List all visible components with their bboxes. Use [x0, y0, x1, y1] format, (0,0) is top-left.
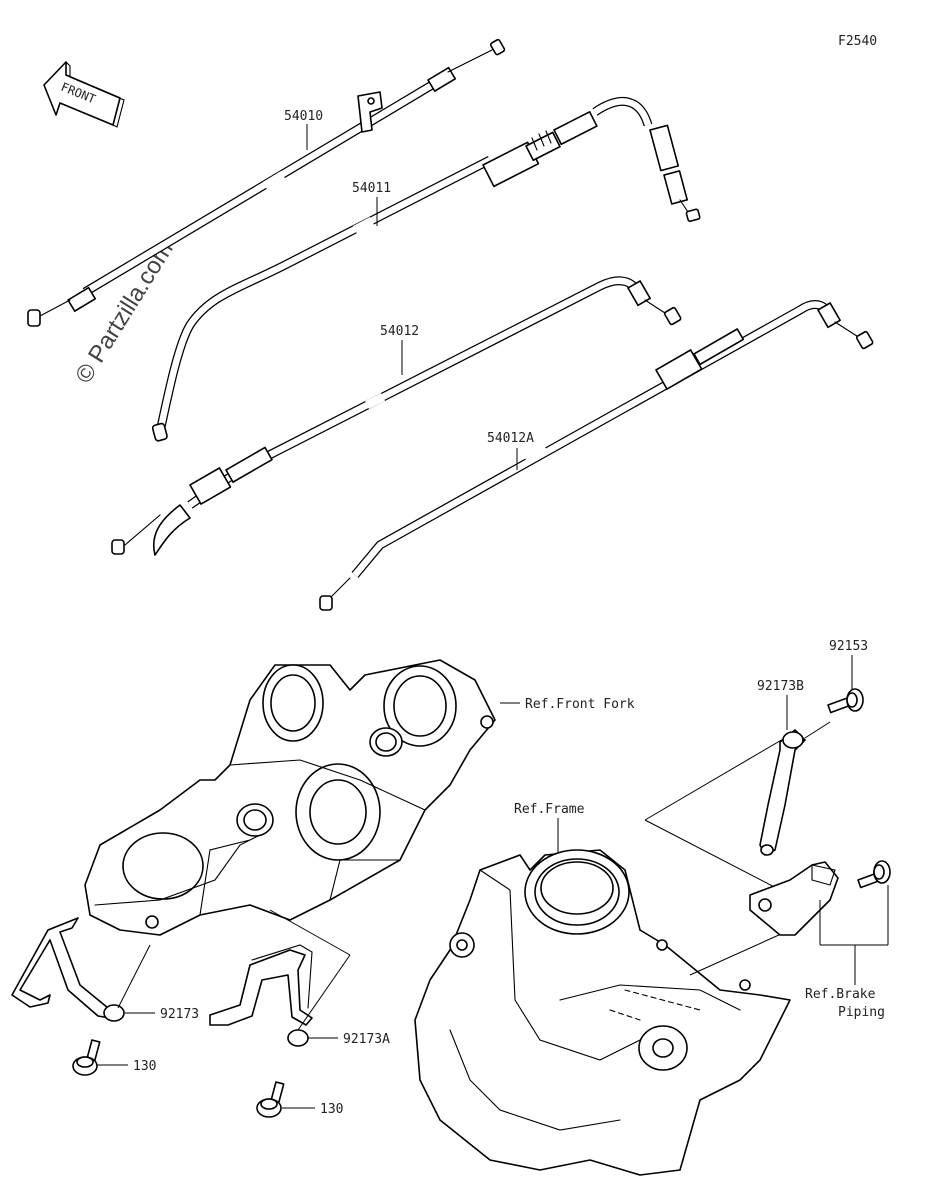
bolt-130-left[interactable]	[72, 1039, 101, 1076]
callout-92173b: 92173B	[757, 679, 804, 694]
cable-54012a[interactable]	[319, 300, 874, 611]
bolt-92153[interactable]	[827, 688, 864, 714]
callout-ref-brake-line2: Piping	[838, 1005, 885, 1020]
callout-130-right: 130	[320, 1102, 343, 1117]
watermark: © Partzilla.com	[70, 237, 179, 388]
callout-92173: 92173	[160, 1007, 199, 1022]
frame-head	[414, 849, 791, 1176]
callout-92153: 92153	[829, 639, 868, 654]
callout-ref-front-fork: Ref.Front Fork	[525, 697, 635, 712]
callout-54012a: 54012A	[487, 431, 534, 446]
callout-54010: 54010	[284, 109, 323, 124]
callout-ref-frame: Ref.Frame	[514, 802, 585, 817]
brake-piping-bracket	[749, 860, 891, 936]
callout-54012: 54012	[380, 324, 419, 339]
callout-54011: 54011	[352, 181, 391, 196]
callout-92173a: 92173A	[343, 1032, 390, 1047]
front-arrow-icon: FRONT	[43, 61, 125, 128]
cable-54010[interactable]	[27, 38, 506, 327]
diagram-code: F2540	[838, 34, 877, 49]
clamp-92173b[interactable]	[759, 729, 806, 856]
upper-fork-bracket	[84, 659, 496, 936]
cable-54011[interactable]	[151, 97, 701, 442]
callout-130-left: 130	[133, 1059, 156, 1074]
clamp-92173a[interactable]	[209, 944, 313, 1047]
clamp-92173[interactable]	[11, 917, 125, 1022]
callout-ref-brake-line1: Ref.Brake	[805, 987, 876, 1002]
cable-54012[interactable]	[111, 276, 682, 556]
bolt-130-right[interactable]	[256, 1081, 285, 1118]
